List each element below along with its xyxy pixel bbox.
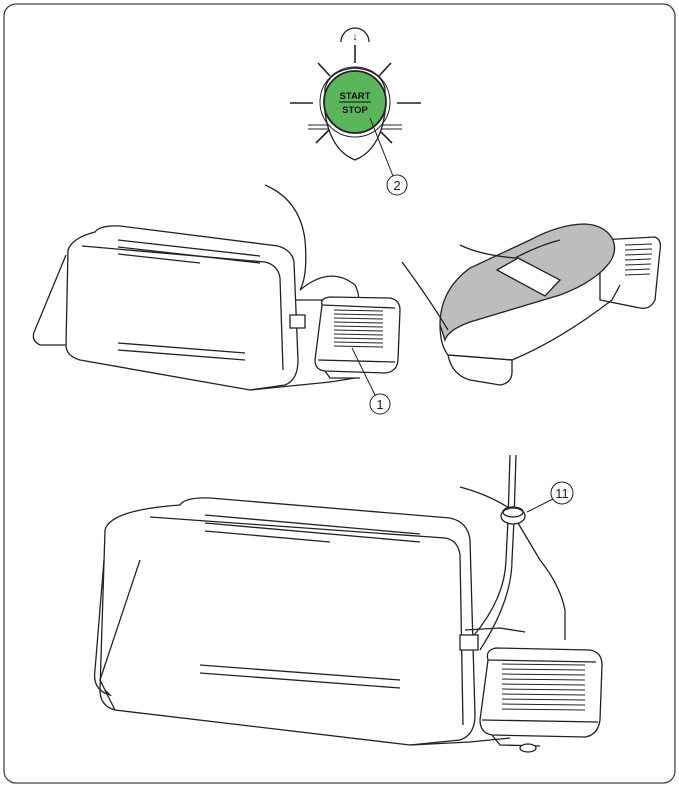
panel-border <box>3 3 676 784</box>
machine-with-foot-control-top <box>32 184 401 391</box>
machine-with-foot-control-bottom: 11 <box>93 454 603 753</box>
cord-clip-icon <box>500 507 526 525</box>
needle-symbol-icon: ↓ <box>352 31 358 43</box>
callout-2: 2 <box>393 178 400 193</box>
shoe-on-foot-control <box>401 223 662 386</box>
start-stop-illustration: ↓ START STOP 2 <box>290 27 421 196</box>
callout-11: 11 <box>555 486 569 501</box>
callout-1: 1 <box>376 397 383 412</box>
start-label: START <box>340 91 371 102</box>
stop-label: STOP <box>342 105 368 116</box>
